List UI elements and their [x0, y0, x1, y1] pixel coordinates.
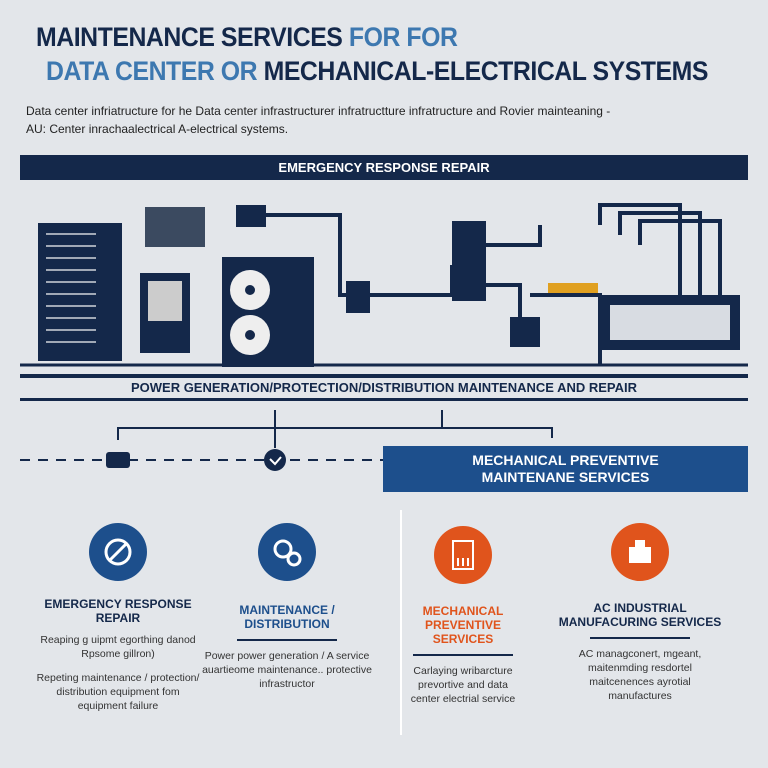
- title-accent: DATA CENTER OR: [46, 56, 258, 86]
- column-title: MECHANICAL PREVENTIVE SERVICES: [422, 604, 504, 646]
- subtitle-line: Data center infriatructure for he Data c…: [26, 104, 611, 118]
- service-column: MAINTENANCE / DISTRIBUTION Power power g…: [202, 523, 372, 691]
- server-rack-icon: [38, 223, 122, 361]
- box-line: MECHANICAL PREVENTIVE: [472, 452, 659, 468]
- title-main: MECHANICAL-ELECTRICAL SYSTEMS: [263, 56, 709, 86]
- title-line-2: DATA CENTER OR MECHANICAL-ELECTRICAL SYS…: [46, 56, 708, 87]
- power-banner: POWER GENERATION/PROTECTION/DISTRIBUTION…: [20, 374, 748, 401]
- switchgear-icon: [20, 283, 748, 367]
- title-main: MAINTENANCE SERVICES: [36, 22, 343, 52]
- title-line-1: MAINTENANCE SERVICES FOR FOR: [36, 22, 458, 53]
- divider: [413, 654, 513, 656]
- title-accent: FOR FOR: [348, 22, 458, 52]
- electrical-panel-icon: [434, 526, 492, 584]
- repair-gear-icon: [89, 523, 147, 581]
- emergency-banner: EMERGENCY RESPONSE REPAIR: [20, 155, 748, 180]
- check-icon: [264, 449, 286, 471]
- column-title: EMERGENCY RESPONSE REPAIR: [44, 597, 192, 625]
- column-title: MAINTENANCE / DISTRIBUTION: [239, 603, 335, 631]
- service-column: AC INDUSTRIAL MANUFACURING SERVICES AC m…: [555, 523, 725, 703]
- column-title: AC INDUSTRIAL MANUFACURING SERVICES: [558, 601, 722, 629]
- column-text: AC managconert, mgeant, maitenmding resd…: [578, 648, 702, 702]
- flow-arrows: [20, 410, 553, 471]
- divider: [400, 510, 402, 735]
- subtitle-line: AU: Center inrachaalectrical A-electrica…: [26, 122, 289, 136]
- column-text: Carlaying wribarcture prevortive and dat…: [410, 665, 516, 705]
- control-box-icon: [236, 205, 486, 313]
- transformer-icon: [140, 207, 205, 353]
- service-column: MECHANICAL PREVENTIVE SERVICES Carlaying…: [378, 526, 548, 706]
- box-line: MAINTENANE SERVICES: [481, 469, 650, 485]
- service-column: EMERGENCY RESPONSE REPAIR Reaping g uipm…: [33, 523, 203, 713]
- column-text: Repeting maintenance / protection/ distr…: [36, 672, 200, 712]
- divider: [237, 639, 337, 641]
- divider: [590, 637, 690, 639]
- column-text: Power power generation / A service auart…: [202, 650, 372, 690]
- battery-icon: [106, 452, 130, 468]
- equipment-diagram: [20, 203, 748, 367]
- column-text: Reaping g uipmt egorthing danod Rpsome g…: [40, 634, 196, 660]
- gears-icon: [258, 523, 316, 581]
- hvac-unit-icon: [222, 257, 314, 367]
- industrial-machine-icon: [611, 523, 669, 581]
